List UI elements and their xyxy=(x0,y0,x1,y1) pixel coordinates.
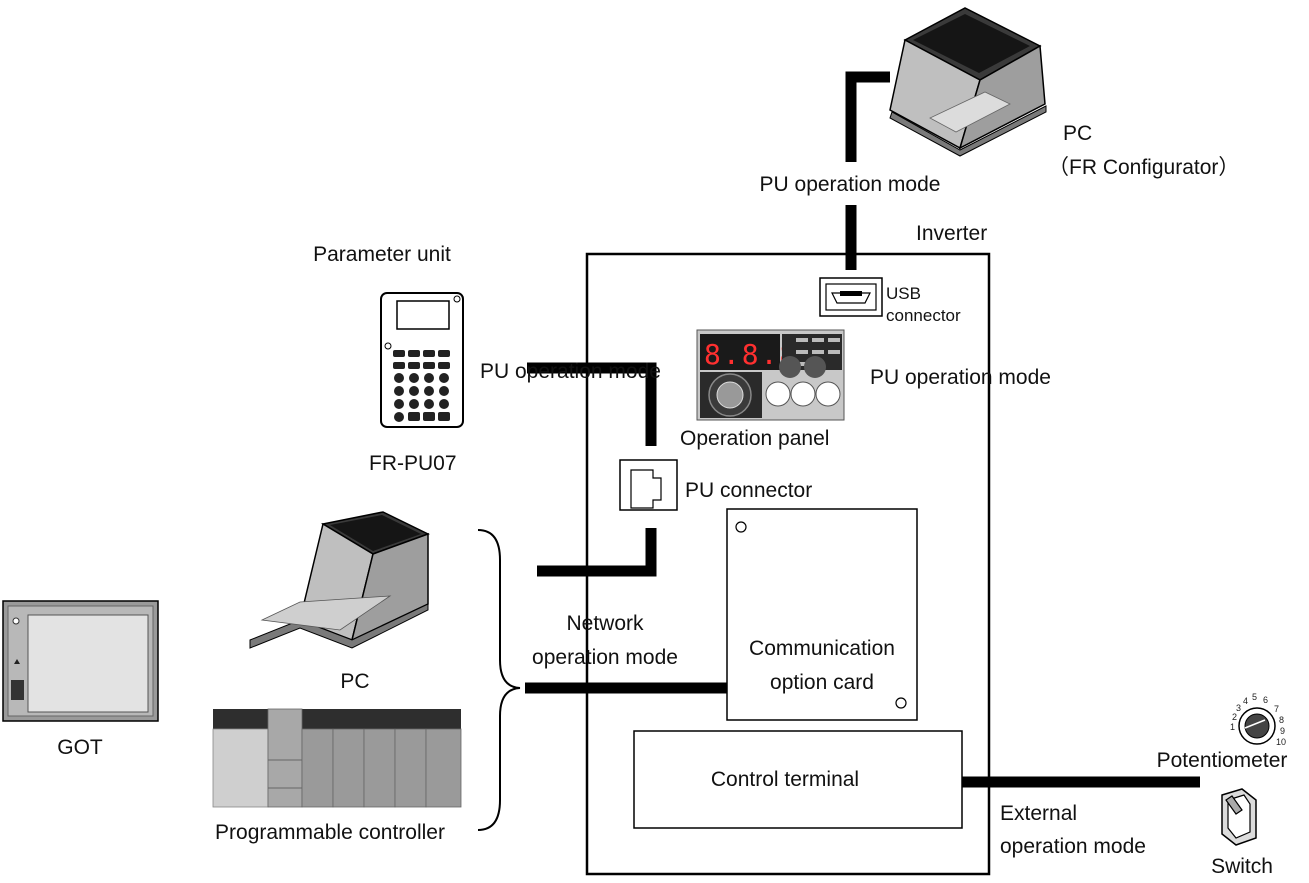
panel-button xyxy=(765,381,791,407)
card-hole xyxy=(895,697,907,709)
panel-button xyxy=(815,381,841,407)
pu-mode-label-top: PU operation mode xyxy=(760,173,941,196)
external-mode-label-2: operation mode xyxy=(1000,835,1146,858)
got-label: GOT xyxy=(57,736,103,759)
panel-button xyxy=(804,356,826,378)
dial-number: 9 xyxy=(1280,726,1285,736)
operation-panel: 8.8.8.8 xyxy=(696,329,845,421)
potentiometer-label: Potentiometer xyxy=(1157,749,1288,772)
usb-connector xyxy=(819,277,883,317)
dial-number: 1 xyxy=(1230,722,1235,732)
switch-label: Switch xyxy=(1211,855,1273,878)
dial-number: 5 xyxy=(1252,692,1257,702)
usb-connector-label-1: USB xyxy=(886,284,921,303)
network-mode-label-1: Network xyxy=(566,612,644,635)
got-device xyxy=(2,600,159,722)
pu-mode-label-left: PU operation mode xyxy=(480,360,661,383)
parameter-unit-model: FR-PU07 xyxy=(369,452,457,475)
parameter-unit-device xyxy=(380,292,464,428)
dial-number: 6 xyxy=(1263,695,1268,705)
dial-number: 7 xyxy=(1274,704,1279,714)
pu-connector xyxy=(619,459,678,511)
programmable-controller-label: Programmable controller xyxy=(215,821,445,844)
parameter-unit-title: Parameter unit xyxy=(313,243,451,266)
pc-top-laptop xyxy=(889,7,1047,157)
inverter-title: Inverter xyxy=(916,222,987,245)
operation-panel-label: Operation panel xyxy=(680,427,829,450)
dial-number: 4 xyxy=(1243,696,1248,706)
network-mode-label-2: operation mode xyxy=(532,646,678,669)
dial-number: 8 xyxy=(1279,715,1284,725)
pc-mid-label: PC xyxy=(340,670,369,693)
potentiometer-device: 1 2 3 4 5 6 7 8 9 10 xyxy=(1230,692,1286,747)
control-terminal-label: Control terminal xyxy=(711,768,859,791)
dial-number: 2 xyxy=(1232,712,1237,722)
dial-number: 10 xyxy=(1276,737,1286,747)
switch-device xyxy=(1221,788,1257,846)
comm-card-label-1: Communication xyxy=(749,637,895,660)
pc-mid-laptop xyxy=(249,511,430,649)
card-hole xyxy=(735,521,747,533)
panel-button xyxy=(790,381,816,407)
comm-card-label-2: option card xyxy=(770,671,874,694)
pc-to-usb-line xyxy=(845,71,890,270)
comm-option-card xyxy=(726,508,918,721)
usb-connector-label-2: connector xyxy=(886,306,961,325)
control-terminal-box xyxy=(633,730,963,829)
pu-connector-label: PU connector xyxy=(685,479,812,502)
pu-unit-to-pu-connector-line xyxy=(527,362,657,446)
connection-lines xyxy=(525,71,1200,788)
inverter-box xyxy=(585,252,991,876)
panel-button xyxy=(779,356,801,378)
device-group-brace xyxy=(477,529,521,831)
programmable-controller xyxy=(212,708,462,808)
pc-top-label-2: （FR Configurator） xyxy=(1048,156,1239,179)
parameter-unit-keypad xyxy=(393,350,450,422)
pu-mode-label-right: PU operation mode xyxy=(870,366,1051,389)
pc-top-label-1: PC xyxy=(1063,122,1092,145)
external-mode-label-1: External xyxy=(1000,802,1077,825)
dial-number: 3 xyxy=(1236,703,1241,713)
pu-connector-to-network-line xyxy=(537,528,657,577)
